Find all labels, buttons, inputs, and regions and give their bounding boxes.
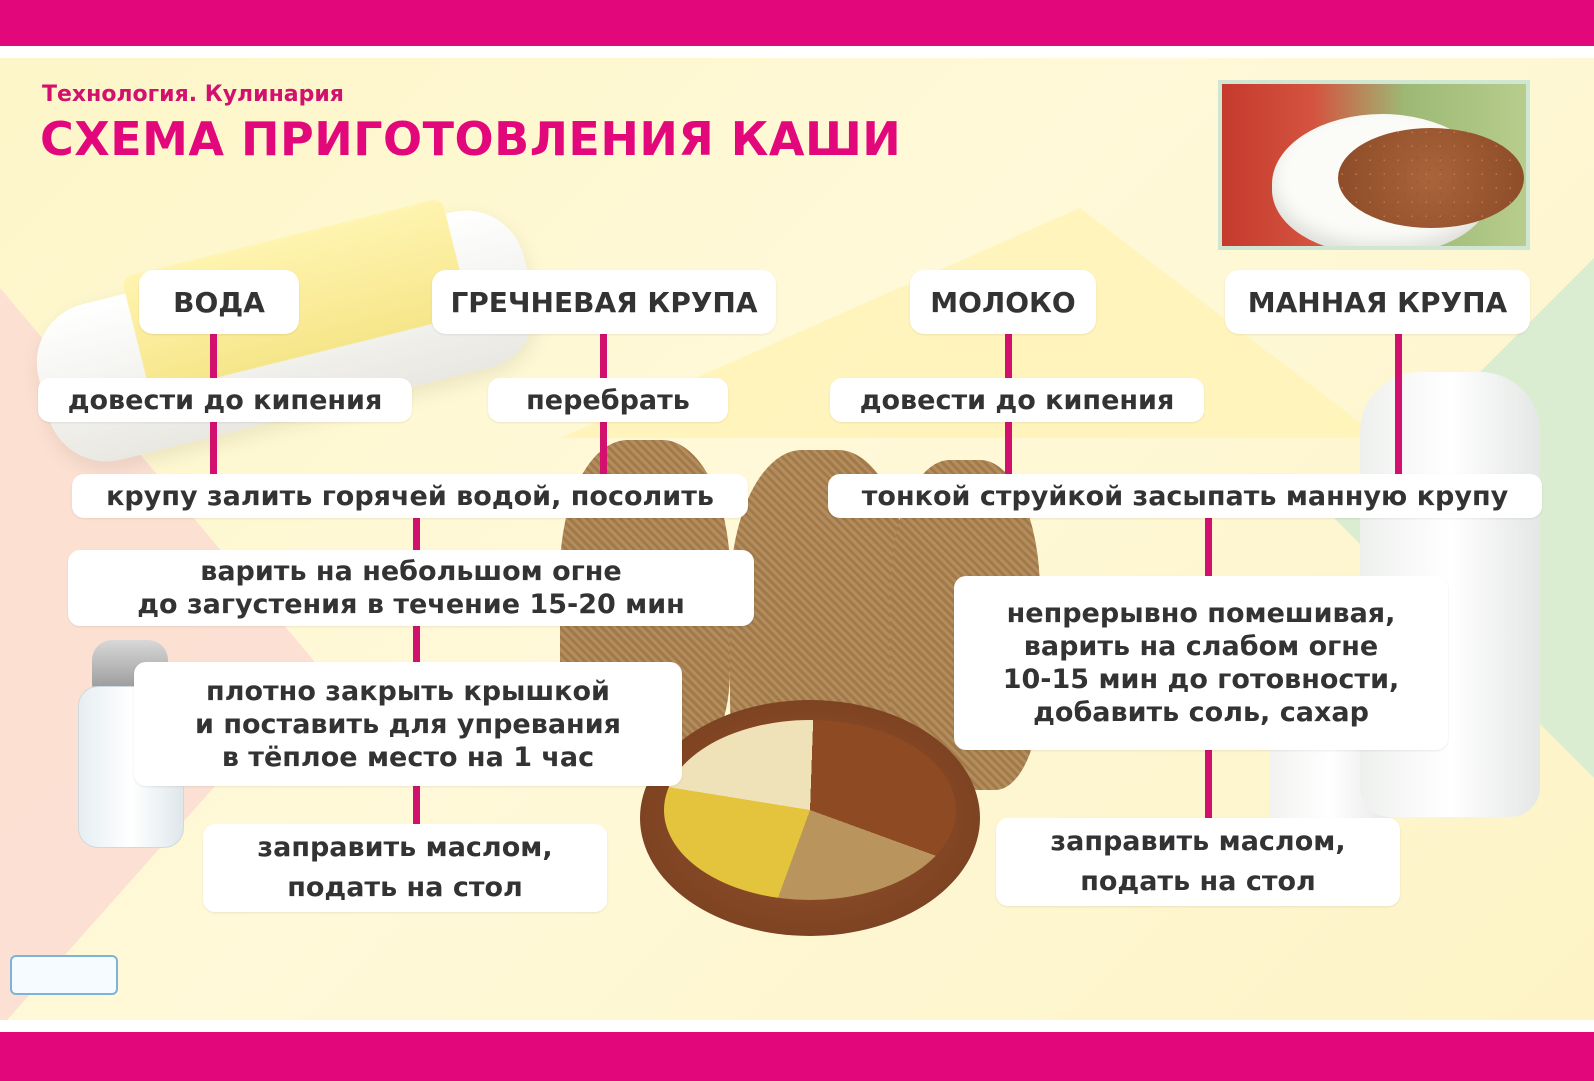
ingredient-semolina: МАННАЯ КРУПА [1225, 270, 1530, 334]
ingredient-buckwheat: ГРЕЧНЕВАЯ КРУПА [432, 270, 776, 334]
milk-step-boil: довести до кипения [830, 378, 1204, 422]
connector-semolina [1395, 334, 1402, 476]
grain-plate-illustration [640, 700, 980, 936]
top-color-band [0, 0, 1594, 46]
semolina-step-cook: непрерывно помешивая, варить на слабом о… [954, 576, 1448, 750]
semolina-step-serve: заправить маслом, подать на стол [996, 818, 1400, 906]
buckwheat-step-serve: заправить маслом, подать на стол [203, 824, 607, 912]
buckwheat-porridge-photo [1218, 80, 1530, 250]
ingredient-buckwheat-label: ГРЕЧНЕВАЯ КРУПА [450, 285, 758, 319]
poster-title: СХЕМА ПРИГОТОВЛЕНИЯ КАШИ [40, 112, 902, 166]
ingredient-milk: МОЛОКО [910, 270, 1096, 334]
ingredient-water-label: ВОДА [173, 285, 265, 319]
ingredient-water: ВОДА [139, 270, 299, 334]
water-step-boil: довести до кипения [38, 378, 412, 422]
ingredient-semolina-label: МАННАЯ КРУПА [1247, 285, 1508, 319]
bottom-color-band [0, 1032, 1594, 1081]
semolina-step-pour-in: тонкой струйкой засыпать манную крупу [828, 474, 1542, 518]
publisher-logo [10, 955, 118, 995]
subject-subtitle: Технология. Кулинария [42, 82, 344, 107]
ingredient-milk-label: МОЛОКО [930, 285, 1076, 319]
buckwheat-step-rest: плотно закрыть крышкой и поставить для у… [134, 662, 682, 786]
buckwheat-step-simmer: варить на небольшом огне до загустения в… [68, 550, 754, 626]
buckwheat-step-sort: перебрать [488, 378, 728, 422]
buckwheat-step-pour-water: крупу залить горячей водой, посолить [72, 474, 748, 518]
